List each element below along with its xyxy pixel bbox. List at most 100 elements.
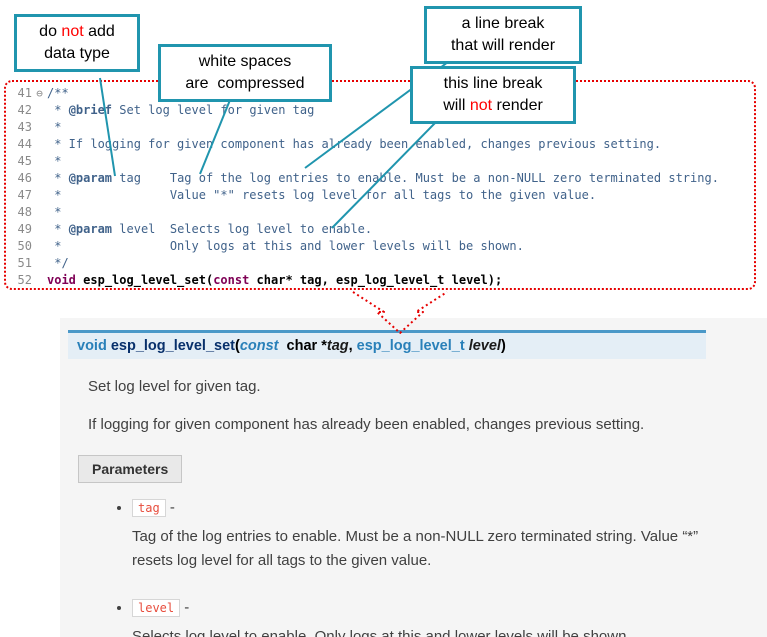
parameter-head: tag - [132, 497, 732, 519]
parameter-item: tag - Tag of the log entries to enable. M… [132, 497, 732, 573]
fold-spacer [32, 153, 47, 170]
text-line: this line break [421, 73, 565, 95]
line-number: 46 [17, 171, 32, 185]
code-segment: */ [47, 256, 69, 270]
callout-do-not-add-data-type: do not add data type [14, 14, 140, 72]
text-segment: will [443, 97, 470, 114]
fold-spacer [32, 204, 47, 221]
text-line: data type [25, 43, 129, 65]
line-number: 41 [17, 86, 32, 100]
code-segment: * Only logs at this and lower levels wil… [47, 239, 524, 253]
source-code-block: 41 ⊖ /** 42 * @brief Set log level for give… [4, 80, 756, 290]
text-segment: add [83, 23, 115, 40]
text-line: void esp_log_level_set(const char *tag, … [77, 338, 697, 354]
text-segment: not [469, 97, 493, 114]
code-line: 51 */ [8, 255, 754, 272]
fold-spacer [32, 170, 47, 187]
parameters-list: tag - Tag of the log entries to enable. M… [88, 497, 732, 637]
code-segment: * [47, 222, 69, 236]
code-line: 49 * @param level Selects log level to e… [8, 221, 754, 238]
doc-body: Set log level for given tag. If logging … [68, 359, 767, 637]
parameter-name: tag [132, 499, 166, 517]
code-line: 47 * Value "*" resets log level for all … [8, 187, 754, 204]
code-text: * @param tag Tag of the log entries to e… [47, 170, 754, 187]
line-number: 44 [17, 137, 32, 151]
parameter-separator: - [180, 599, 190, 616]
code-text: * Value "*" resets log level for all tag… [47, 187, 754, 204]
text-segment: ( [234, 338, 240, 354]
code-line: 50 * Only logs at this and lower levels … [8, 238, 754, 255]
doc-description: If logging for given component has alrea… [88, 416, 645, 433]
text-segment: that will render [450, 37, 556, 54]
code-line: 44 * If logging for given component has … [8, 136, 754, 153]
line-number: 48 [17, 205, 32, 219]
text-segment: tag [326, 338, 349, 354]
code-text: /** [47, 85, 754, 102]
function-signature: void esp_log_level_set(const char *tag, … [68, 330, 706, 359]
parameters-label: Parameters [78, 455, 183, 483]
text-segment: this line break [443, 75, 543, 92]
text-segment: void [77, 338, 107, 354]
code-segment: esp_log_level_set [83, 273, 206, 287]
code-line: 48 * [8, 204, 754, 221]
code-segment: * [47, 205, 62, 219]
line-number: 51 [17, 256, 32, 270]
code-text: * [47, 153, 754, 170]
code-text: * @brief Set log level for given tag [47, 102, 754, 119]
code-lines: 41 ⊖ /** 42 * @brief Set log level for give… [8, 85, 754, 288]
rendered-docs-panel: void esp_log_level_set(const char *tag, … [60, 318, 767, 637]
code-segment: * If logging for given component has alr… [47, 137, 662, 151]
fold-spacer [32, 102, 47, 119]
code-segment: const [213, 273, 250, 287]
fold-spacer [32, 187, 47, 204]
text-segment: , [348, 338, 357, 354]
code-segment: @param [68, 222, 113, 236]
code-text: * Only logs at this and lower levels wil… [47, 238, 754, 255]
callout-line-break-that-renders: a line break that will render [424, 6, 582, 64]
line-number: 42 [17, 103, 32, 117]
line-number: 50 [17, 239, 32, 253]
code-segment: * [47, 120, 62, 134]
code-segment: * [47, 171, 69, 185]
line-number: 49 [17, 222, 32, 236]
code-line: 41 ⊖ /** [8, 85, 754, 102]
text-segment: a line break [461, 15, 545, 32]
code-segment: @brief [68, 103, 113, 117]
fold-spacer [32, 221, 47, 238]
parameter-name: level [132, 599, 181, 617]
code-segment: * Value "*" resets log level for all tag… [47, 188, 597, 202]
text-line: that will render [435, 35, 571, 57]
parameter-item: level - Selects log level to enable. Only… [132, 597, 732, 637]
text-segment: not [61, 23, 84, 40]
text-segment: data type [44, 45, 110, 62]
line-number: 45 [17, 154, 32, 168]
code-text: * [47, 204, 754, 221]
parameter-separator: - [165, 499, 175, 516]
code-line: 43 * [8, 119, 754, 136]
code-segment: ( [205, 273, 214, 287]
code-segment: * [47, 103, 69, 117]
code-text: void esp_log_level_set(const char* tag, … [47, 272, 754, 288]
fold-spacer [32, 238, 47, 255]
code-line: 45 * [8, 153, 754, 170]
code-segment: /** [47, 86, 69, 100]
fold-toggle-icon[interactable]: ⊖ [36, 87, 43, 100]
text-line: white spaces [169, 51, 321, 73]
code-segment: level Selects log level to enable. [112, 222, 373, 236]
code-text: * [47, 119, 754, 136]
parameter-description: Tag of the log entries to enable. Must b… [132, 528, 699, 569]
parameter-description: Selects log level to enable. Only logs a… [132, 628, 631, 637]
code-segment: char* tag, esp_log_level_t level); [249, 273, 503, 287]
code-segment: Set log level for given tag [112, 103, 315, 117]
code-segment: * [47, 154, 62, 168]
line-number: 43 [17, 120, 32, 134]
text-segment: esp_log_level_t [356, 338, 465, 354]
text-segment: white spaces [198, 53, 292, 70]
code-line: 46 * @param tag Tag of the log entries t… [8, 170, 754, 187]
doc-brief: Set log level for given tag. [88, 378, 261, 395]
text-line: do not add [25, 21, 129, 43]
code-text: * @param level Selects log level to enab… [47, 221, 754, 238]
